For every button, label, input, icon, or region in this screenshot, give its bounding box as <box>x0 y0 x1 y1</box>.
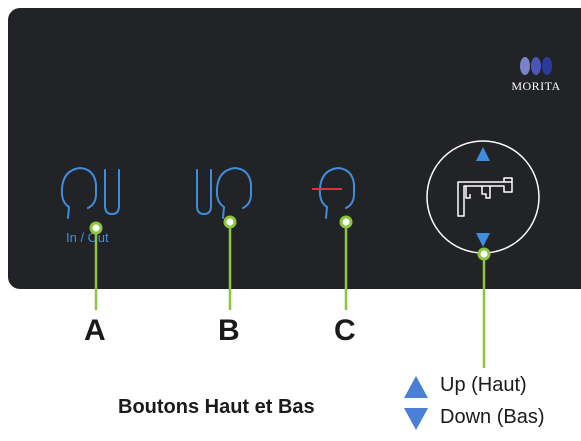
in-out-button[interactable] <box>58 162 138 222</box>
morita-logo: MORITA <box>508 55 564 94</box>
legend-up-label: Up (Haut) <box>440 374 527 396</box>
morita-logo-icon <box>520 57 552 75</box>
legend-down-label: Down (Bas) <box>440 406 545 428</box>
up-down-button[interactable] <box>418 132 548 262</box>
morita-logo-text: MORITA <box>511 79 561 93</box>
arm-position-up-down-icon <box>457 177 513 217</box>
head-profile-with-laser-beam-icon <box>312 167 355 219</box>
callout-b: B <box>218 314 240 347</box>
up-triangle-icon <box>404 376 428 398</box>
legend-title: Boutons Haut et Bas <box>118 396 315 418</box>
chin-rest-with-head-profile-icon <box>196 167 252 219</box>
callout-c: C <box>334 314 356 347</box>
b-button[interactable] <box>190 162 270 222</box>
callout-a: A <box>84 314 106 347</box>
control-panel: MORITA <box>8 8 581 289</box>
head-profile-with-chin-rest-icon <box>60 167 120 219</box>
down-arrow-icon[interactable] <box>476 233 490 247</box>
up-arrow-icon[interactable] <box>476 147 490 161</box>
down-triangle-icon <box>404 408 428 430</box>
c-button[interactable] <box>308 162 388 222</box>
